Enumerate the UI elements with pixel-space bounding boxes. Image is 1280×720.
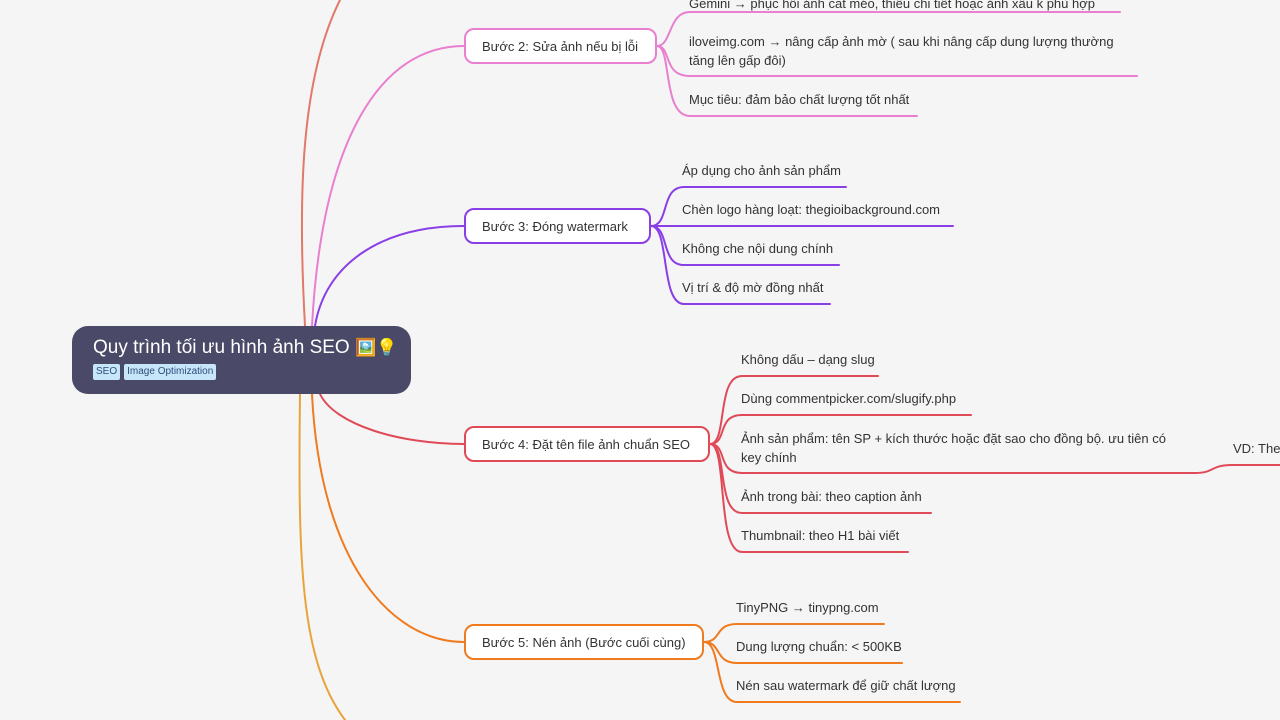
branch-label: Bước 4: Đặt tên file ảnh chuẩn SEO — [482, 436, 691, 452]
leaf-insert-logo[interactable]: Chèn logo hàng loạt: thegioibackground.c… — [682, 202, 941, 217]
connector-branch-4 — [319, 393, 465, 445]
leaf-no-cover[interactable]: Không che nội dung chính — [682, 241, 834, 256]
leaf-article-image[interactable]: Ảnh trong bài: theo caption ảnh — [741, 489, 922, 504]
connector-leaf — [703, 641, 961, 703]
leaf-goal-quality[interactable]: Mục tiêu: đảm bảo chất lượng tốt nhất — [689, 92, 910, 107]
branch-label: Bước 3: Đóng watermark — [482, 218, 628, 234]
branch-label: Bước 5: Nén ảnh (Bước cuối cùng) — [482, 634, 686, 650]
leaf-compress-after[interactable]: Nén sau watermark để giữ chất lượng — [736, 678, 956, 693]
leaf-example[interactable]: VD: The — [1233, 441, 1280, 456]
tag-seo[interactable]: SEO — [93, 364, 121, 380]
connector-leaf — [709, 375, 879, 445]
connector-branch-5 — [311, 393, 465, 643]
connector-offscreen-bottom — [298, 393, 346, 720]
root-title: Quy trình tối ưu hình ảnh SEO 🖼️💡 — [93, 336, 411, 360]
leaf-position-opacity[interactable]: Vị trí & độ mờ đồng nhất — [682, 280, 824, 295]
connector-offscreen-top — [300, 0, 341, 327]
connector-leaf — [650, 186, 847, 227]
tag-image-optimization[interactable]: Image Optimization — [124, 364, 217, 380]
branch-step-4[interactable]: Bước 4: Đặt tên file ảnh chuẩn SEO — [464, 426, 710, 462]
connector-leaf — [656, 11, 691, 47]
branch-step-3[interactable]: Bước 3: Đóng watermark — [464, 208, 651, 244]
branch-label: Bước 2: Sửa ảnh nếu bị lỗi — [482, 38, 639, 54]
root-topic[interactable]: Quy trình tối ưu hình ảnh SEO 🖼️💡 SEO Im… — [72, 326, 411, 394]
picture-bulb-icon: 🖼️💡 — [354, 338, 398, 358]
connector-branch-3 — [314, 225, 465, 327]
connector-leaf — [709, 443, 909, 553]
leaf-apply-product[interactable]: Áp dụng cho ảnh sản phẩm — [682, 163, 842, 178]
connector-branch-2 — [311, 45, 465, 327]
leaf-gemini[interactable]: Gemini → phục hồi ảnh cắt méo, thiếu chi… — [689, 0, 1095, 11]
branch-step-5[interactable]: Bước 5: Nén ảnh (Bước cuối cùng) — [464, 624, 704, 660]
leaf-iloveimg[interactable]: iloveimg.com → nâng cấp ảnh mờ ( sau khi… — [689, 34, 1114, 68]
branch-step-2[interactable]: Bước 2: Sửa ảnh nếu bị lỗi — [464, 28, 657, 64]
leaf-tinypng[interactable]: TinyPNG → tinypng.com — [736, 600, 879, 615]
connector-leaf — [656, 45, 918, 117]
leaf-thumbnail[interactable]: Thumbnail: theo H1 bài viết — [741, 528, 900, 543]
connector-leaf — [709, 414, 972, 445]
connector-leaf — [1194, 464, 1280, 474]
leaf-product-image-name[interactable]: Ảnh sản phẩm: tên SP + kích thước hoặc đ… — [741, 431, 1166, 465]
leaf-size-standard[interactable]: Dung lượng chuẩn: < 500KB — [736, 639, 902, 654]
root-tags: SEO Image Optimization — [93, 364, 411, 380]
leaf-slug[interactable]: Không dấu – dạng slug — [741, 352, 875, 367]
connector-leaf — [650, 225, 831, 305]
leaf-commentpicker[interactable]: Dùng commentpicker.com/slugify.php — [741, 391, 957, 406]
connector-leaf — [703, 623, 885, 643]
root-title-text: Quy trình tối ưu hình ảnh SEO — [93, 337, 350, 358]
